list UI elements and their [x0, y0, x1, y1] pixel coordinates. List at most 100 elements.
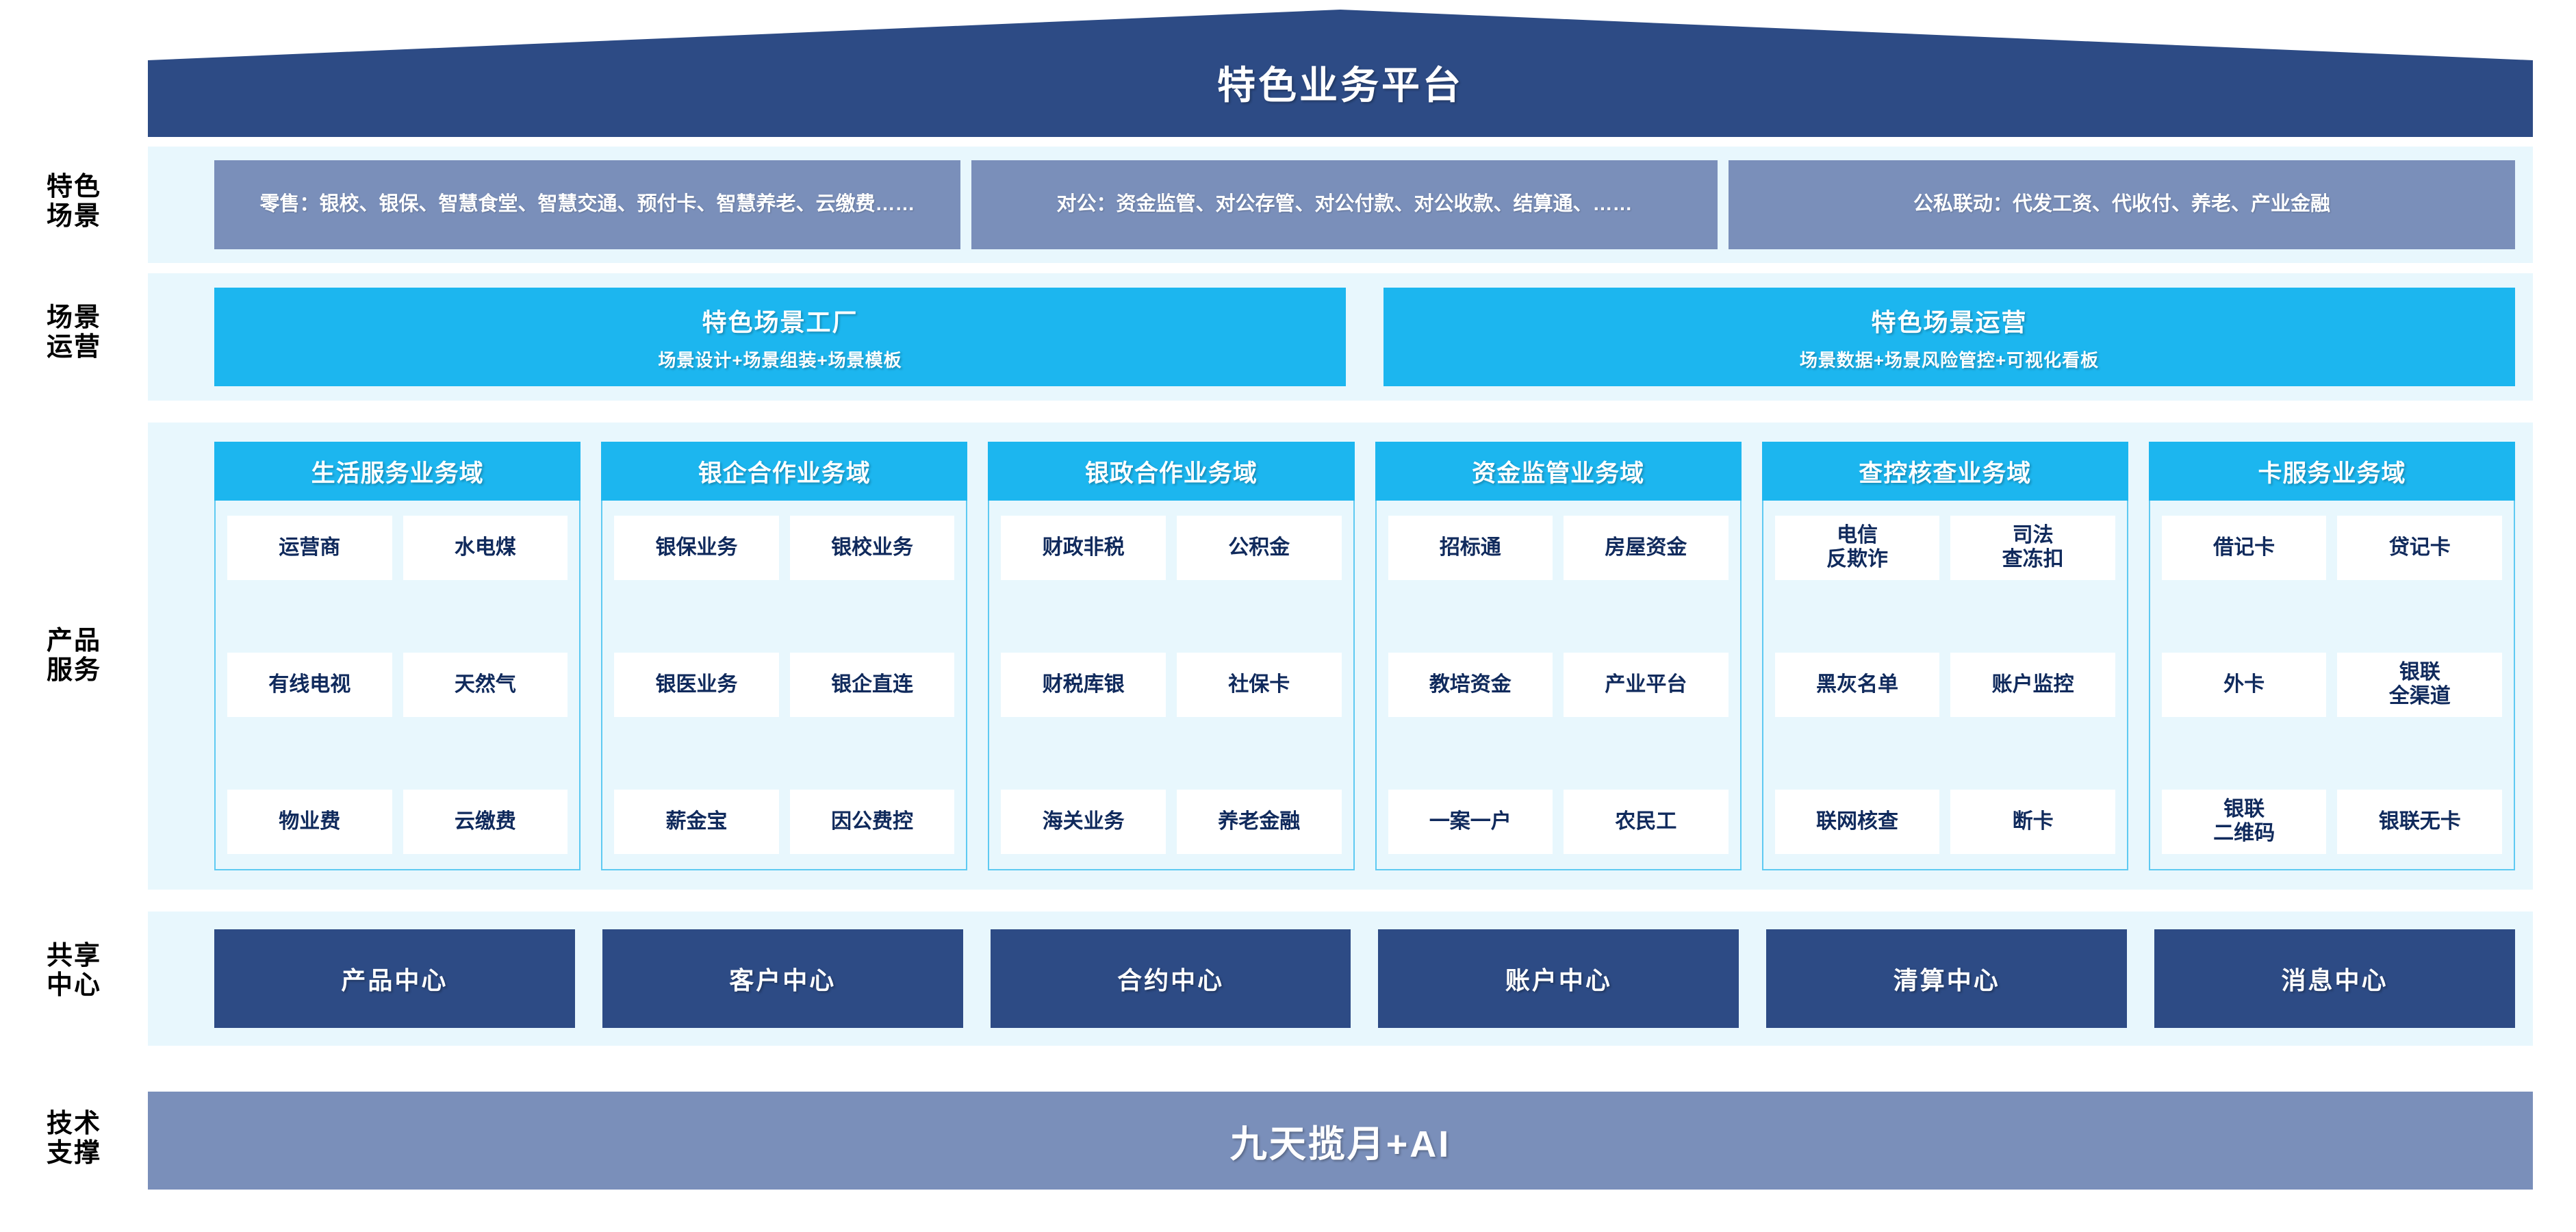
domain-row: 黑灰名单 账户监控 — [1774, 653, 2115, 717]
domain-body-fund-supervision: 招标通 房屋资金 教培资金 产业平台 一案一户 农民工 — [1375, 501, 1742, 870]
domain-row: 银保业务 银校业务 — [614, 516, 955, 580]
shared-center-message[interactable]: 消息中心 — [2154, 929, 2515, 1028]
domain-row: 教培资金 产业平台 — [1388, 653, 1729, 717]
operation-band: 特色场景工厂 场景设计+场景组装+场景模板 特色场景运营 场景数据+场景风险管控… — [148, 273, 2533, 401]
shared-center-band: 产品中心 客户中心 合约中心 账户中心 清算中心 消息中心 — [148, 912, 2533, 1046]
domain-row: 银医业务 银企直连 — [614, 653, 955, 717]
domain-cell[interactable]: 产业平台 — [1564, 653, 1729, 717]
domain-body-bank-enterprise: 银保业务 银校业务 银医业务 银企直连 薪金宝 因公费控 — [601, 501, 968, 870]
shared-center-settlement[interactable]: 清算中心 — [1766, 929, 2128, 1028]
domain-cell[interactable]: 电信 反欺诈 — [1774, 516, 1940, 580]
domain-body-bank-government: 财政非税 公积金 财税库银 社保卡 海关业务 养老金融 — [988, 501, 1355, 870]
scenario-box-public-private[interactable]: 公私联动：代发工资、代收付、养老、产业金融 — [1729, 160, 2515, 249]
domain-cell[interactable]: 一案一户 — [1388, 790, 1553, 854]
domain-body-life-service: 运营商 水电煤 有线电视 天然气 物业费 云缴费 — [214, 501, 581, 870]
domain-title-life-service: 生活服务业务域 — [214, 442, 581, 501]
domain-cell[interactable]: 司法 查冻扣 — [1950, 516, 2115, 580]
domain-cell[interactable]: 借记卡 — [2161, 516, 2327, 580]
scene-factory-subtitle: 场景设计+场景组装+场景模板 — [658, 349, 902, 370]
domain-card-bank-enterprise[interactable]: 银企合作业务域 银保业务 银校业务 银医业务 银企直连 薪金宝 因公费控 — [601, 442, 968, 870]
shared-center-group: 产品中心 客户中心 合约中心 账户中心 清算中心 消息中心 — [214, 929, 2515, 1028]
domain-cell[interactable]: 水电煤 — [403, 516, 568, 580]
tech-support-title: 九天揽月+AI — [1229, 1124, 1451, 1165]
scene-factory-title: 特色场景工厂 — [702, 307, 858, 336]
domain-cell[interactable]: 因公费控 — [789, 790, 955, 854]
domain-cell[interactable]: 财政非税 — [1001, 516, 1166, 580]
scenario-box-group: 零售：银校、银保、智慧食堂、智慧交通、预付卡、智慧养老、云缴费…… 对公：资金监… — [214, 160, 2515, 249]
domain-row: 物业费 云缴费 — [227, 790, 568, 854]
scene-operation-title: 特色场景运营 — [1871, 307, 2028, 336]
domain-body-card-service: 借记卡 贷记卡 外卡 银联 全渠道 银联 二维码 银联无卡 — [2148, 501, 2516, 870]
domain-cell[interactable]: 黑灰名单 — [1774, 653, 1940, 717]
roof-shape — [148, 10, 2533, 137]
domain-body-inquiry-control: 电信 反欺诈 司法 查冻扣 黑灰名单 账户监控 联网核查 断卡 — [1761, 501, 2128, 870]
domain-cell[interactable]: 银联 二维码 — [2161, 790, 2327, 854]
domain-cell[interactable]: 养老金融 — [1176, 790, 1342, 854]
domain-cell[interactable]: 联网核查 — [1774, 790, 1940, 854]
domain-cell[interactable]: 有线电视 — [227, 653, 392, 717]
domain-cell[interactable]: 社保卡 — [1176, 653, 1342, 717]
domain-cell[interactable]: 教培资金 — [1388, 653, 1553, 717]
domain-cell[interactable]: 银联无卡 — [2337, 790, 2503, 854]
domain-row: 财政非税 公积金 — [1001, 516, 1342, 580]
domain-cell[interactable]: 农民工 — [1564, 790, 1729, 854]
domain-title-bank-government: 银政合作业务域 — [988, 442, 1355, 501]
domain-row: 海关业务 养老金融 — [1001, 790, 1342, 854]
domain-card-inquiry-control[interactable]: 查控核查业务域 电信 反欺诈 司法 查冻扣 黑灰名单 账户监控 联网核查 断卡 — [1761, 442, 2128, 870]
domain-card-bank-government[interactable]: 银政合作业务域 财政非税 公积金 财税库银 社保卡 海关业务 养老金融 — [988, 442, 1355, 870]
domain-cell[interactable]: 银联 全渠道 — [2337, 653, 2503, 717]
domain-card-card-service[interactable]: 卡服务业务域 借记卡 贷记卡 外卡 银联 全渠道 银联 二维码 银联无卡 — [2148, 442, 2516, 870]
domain-cell[interactable]: 银校业务 — [789, 516, 955, 580]
domain-title-fund-supervision: 资金监管业务域 — [1375, 442, 1742, 501]
row-label-tech: 技术 支撑 — [46, 1109, 101, 1168]
domain-cell[interactable]: 银保业务 — [614, 516, 779, 580]
domain-title-inquiry-control: 查控核查业务域 — [1761, 442, 2128, 501]
domain-row: 一案一户 农民工 — [1388, 790, 1729, 854]
domain-cell[interactable]: 海关业务 — [1001, 790, 1166, 854]
domain-card-life-service[interactable]: 生活服务业务域 运营商 水电煤 有线电视 天然气 物业费 云缴费 — [214, 442, 581, 870]
domain-cell[interactable]: 房屋资金 — [1564, 516, 1729, 580]
row-label-operation: 场景 运营 — [46, 303, 101, 362]
scenario-box-retail[interactable]: 零售：银校、银保、智慧食堂、智慧交通、预付卡、智慧养老、云缴费…… — [214, 160, 960, 249]
domain-cell[interactable]: 云缴费 — [403, 790, 568, 854]
scenario-band: 零售：银校、银保、智慧食堂、智慧交通、预付卡、智慧养老、云缴费…… 对公：资金监… — [148, 147, 2533, 263]
domain-row: 联网核查 断卡 — [1774, 790, 2115, 854]
row-label-scenario: 特色 场景 — [46, 173, 101, 231]
shared-center-product[interactable]: 产品中心 — [214, 929, 575, 1028]
shared-center-contract[interactable]: 合约中心 — [990, 929, 1351, 1028]
domain-cell[interactable]: 外卡 — [2161, 653, 2327, 717]
domain-row: 财税库银 社保卡 — [1001, 653, 1342, 717]
operation-box-scene-operation[interactable]: 特色场景运营 场景数据+场景风险管控+可视化看板 — [1383, 288, 2515, 386]
domain-cell[interactable]: 银企直连 — [789, 653, 955, 717]
domain-title-card-service: 卡服务业务域 — [2148, 442, 2516, 501]
domain-cell[interactable]: 薪金宝 — [614, 790, 779, 854]
domain-row: 薪金宝 因公费控 — [614, 790, 955, 854]
domain-row: 外卡 银联 全渠道 — [2161, 653, 2503, 717]
domain-card-fund-supervision[interactable]: 资金监管业务域 招标通 房屋资金 教培资金 产业平台 一案一户 农民工 — [1375, 442, 1742, 870]
domain-cell[interactable]: 招标通 — [1388, 516, 1553, 580]
product-service-band: 生活服务业务域 运营商 水电煤 有线电视 天然气 物业费 云缴费 — [148, 423, 2533, 890]
domain-row: 银联 二维码 银联无卡 — [2161, 790, 2503, 854]
domain-cell[interactable]: 断卡 — [1950, 790, 2115, 854]
shared-center-customer[interactable]: 客户中心 — [602, 929, 963, 1028]
domain-cell[interactable]: 贷记卡 — [2337, 516, 2503, 580]
scenario-box-corporate[interactable]: 对公：资金监管、对公存管、对公付款、对公收款、结算通、…… — [971, 160, 1718, 249]
domain-row: 借记卡 贷记卡 — [2161, 516, 2503, 580]
scene-operation-subtitle: 场景数据+场景风险管控+可视化看板 — [1799, 349, 2100, 370]
domain-card-group: 生活服务业务域 运营商 水电煤 有线电视 天然气 物业费 云缴费 — [214, 442, 2516, 870]
shared-center-account[interactable]: 账户中心 — [1378, 929, 1739, 1028]
domain-row: 有线电视 天然气 — [227, 653, 568, 717]
domain-row: 电信 反欺诈 司法 查冻扣 — [1774, 516, 2115, 580]
domain-cell[interactable]: 财税库银 — [1001, 653, 1166, 717]
domain-cell[interactable]: 账户监控 — [1950, 653, 2115, 717]
operation-box-scene-factory[interactable]: 特色场景工厂 场景设计+场景组装+场景模板 — [214, 288, 1346, 386]
tech-support-band[interactable]: 九天揽月+AI — [148, 1092, 2533, 1190]
domain-cell[interactable]: 银医业务 — [614, 653, 779, 717]
domain-cell[interactable]: 天然气 — [403, 653, 568, 717]
row-label-shared: 共享 中心 — [46, 942, 101, 1000]
domain-cell[interactable]: 公积金 — [1176, 516, 1342, 580]
domain-cell[interactable]: 运营商 — [227, 516, 392, 580]
domain-cell[interactable]: 物业费 — [227, 790, 392, 854]
domain-row: 招标通 房屋资金 — [1388, 516, 1729, 580]
